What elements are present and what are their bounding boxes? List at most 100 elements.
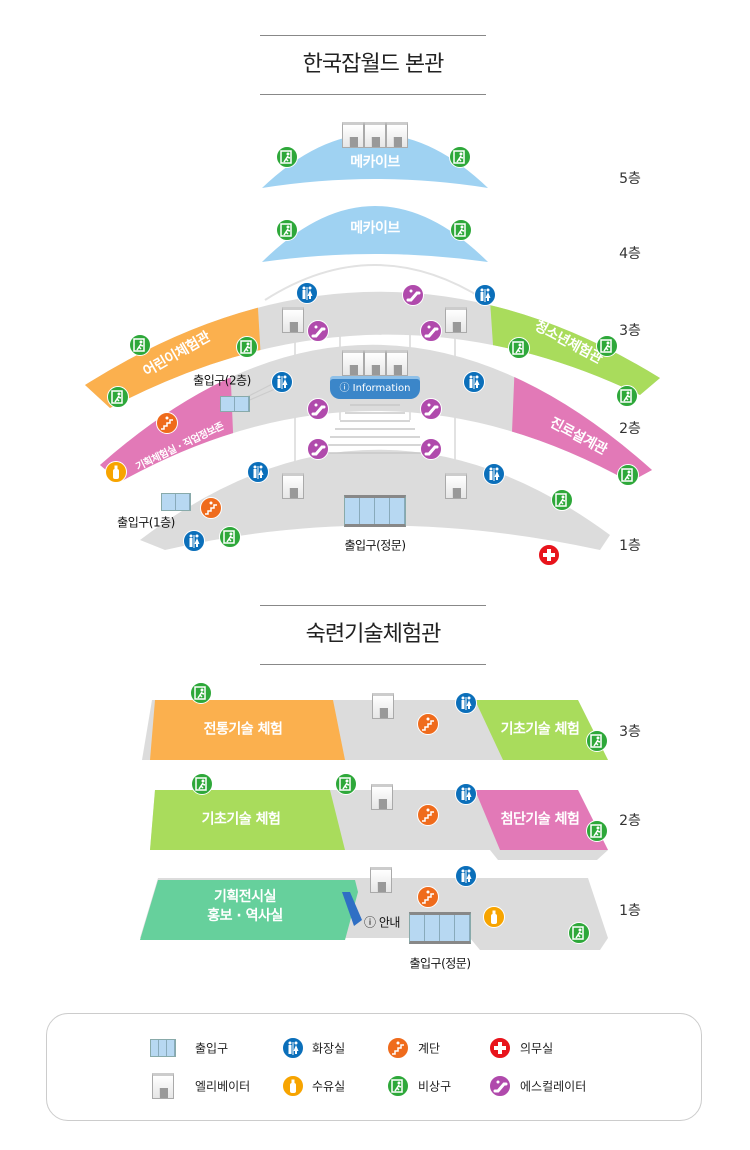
information-desk[interactable]: ⓘ Information	[330, 379, 420, 399]
elevator-icon	[445, 307, 467, 333]
floor2-corridor[interactable]	[100, 344, 652, 482]
stairs-icon	[417, 886, 439, 908]
legend	[46, 1013, 702, 1121]
nursing-room-icon	[105, 461, 127, 483]
floor-label-2: 2층	[619, 813, 641, 829]
emergency-exit-icon	[450, 219, 472, 241]
skills-building-title: 숙련기술체험관	[260, 605, 486, 665]
entrance-1f-icon[interactable]	[161, 493, 191, 511]
stairs-icon	[417, 713, 439, 735]
emergency-exit-icon	[236, 336, 258, 358]
medical-room-icon	[489, 1037, 511, 1059]
emergency-exit-icon	[387, 1075, 409, 1097]
entrance-2f-icon[interactable]	[220, 396, 250, 412]
stairs-icon	[387, 1037, 409, 1059]
guide-desk-label[interactable]: ⓘ 안내	[364, 915, 400, 930]
basic2-zone[interactable]	[150, 790, 345, 850]
elevator-icon	[371, 784, 393, 810]
legend-label-medical: 의무실	[520, 1041, 554, 1056]
restroom-icon	[455, 865, 477, 887]
escalator-icon	[489, 1075, 511, 1097]
kids-zone[interactable]	[85, 291, 660, 408]
floor-label-2: 2층	[619, 421, 641, 437]
floor-label-3: 3층	[619, 724, 641, 740]
emergency-exit-icon	[586, 820, 608, 842]
restroom-icon	[296, 282, 318, 304]
skills-main-entrance-label: 출입구(정문)	[409, 956, 471, 971]
escalator-icon	[402, 284, 424, 306]
legend-label-entrance: 출입구	[195, 1041, 229, 1056]
emergency-exit-icon	[276, 146, 298, 168]
elevator-icon	[342, 122, 408, 148]
restroom-icon	[247, 461, 269, 483]
emergency-exit-icon	[449, 146, 471, 168]
skills-building-map	[140, 700, 608, 950]
escalator-icon	[307, 398, 329, 420]
skills-main-entrance-icon[interactable]	[409, 912, 471, 944]
floor-label-5: 5층	[619, 171, 641, 187]
emergency-exit-icon	[191, 773, 213, 795]
restroom-icon	[271, 371, 293, 393]
escalator-icon	[420, 438, 442, 460]
elevator-icon	[372, 693, 394, 719]
floor-label-4: 4층	[619, 246, 641, 262]
nursing-room-icon	[483, 906, 505, 928]
zone-label-traditional: 전통기술 체험	[203, 721, 283, 738]
elevator-icon	[282, 307, 304, 333]
floor4-mecaive[interactable]	[262, 206, 488, 262]
floor-label-1: 1층	[619, 538, 641, 554]
stairs-icon	[156, 412, 178, 434]
traditional-zone[interactable]	[150, 700, 345, 760]
emergency-exit-icon	[508, 337, 530, 359]
emergency-exit-icon	[335, 773, 357, 795]
legend-label-restroom: 화장실	[312, 1041, 346, 1056]
restroom-icon	[183, 530, 205, 552]
restroom-icon	[474, 284, 496, 306]
emergency-exit-icon	[276, 219, 298, 241]
zone-label-floor5: 메카이브	[350, 154, 400, 171]
advanced-zone[interactable]	[475, 790, 608, 850]
basic3-zone[interactable]	[475, 700, 608, 760]
stairs-icon	[417, 804, 439, 826]
elevator-icon	[342, 350, 408, 376]
corridor-ramp	[342, 892, 362, 926]
escalator-icon	[307, 438, 329, 460]
zone-label-advanced: 첨단기술 체험	[500, 811, 580, 828]
legend-label-escalator: 에스컬레이터	[520, 1079, 587, 1094]
emergency-exit-icon	[129, 334, 151, 356]
zone-label-floor4: 메카이브	[350, 220, 400, 237]
emergency-exit-icon	[551, 489, 573, 511]
main-building-title: 한국잡월드 본관	[260, 35, 486, 95]
main-entrance-label: 출입구(정문)	[344, 538, 406, 553]
entrance-1f-label: 출입구(1층)	[117, 515, 175, 530]
emergency-exit-icon	[617, 464, 639, 486]
escalator-icon	[420, 398, 442, 420]
emergency-exit-icon	[586, 730, 608, 752]
floor-label-3: 3층	[619, 323, 641, 339]
central-stairs	[322, 404, 428, 454]
exhibit-zone[interactable]	[140, 880, 358, 940]
elevator-icon	[445, 473, 467, 499]
escalator-icon	[420, 320, 442, 342]
legend-label-elevator: 엘리베이터	[195, 1079, 251, 1094]
emergency-exit-icon	[219, 526, 241, 548]
emergency-exit-icon	[190, 682, 212, 704]
elevator-icon	[370, 867, 392, 893]
entrance-icon	[150, 1039, 176, 1057]
restroom-icon	[463, 371, 485, 393]
stairs-icon	[200, 497, 222, 519]
floor5-mecaive[interactable]	[262, 134, 488, 188]
legend-label-exit: 비상구	[418, 1079, 452, 1094]
elevator-icon	[282, 473, 304, 499]
floor-label-1: 1층	[619, 903, 641, 919]
emergency-exit-icon	[596, 335, 618, 357]
emergency-exit-icon	[107, 386, 129, 408]
restroom-icon	[455, 692, 477, 714]
youth-zone[interactable]	[85, 291, 660, 408]
main-entrance-icon[interactable]	[344, 495, 406, 527]
restroom-icon	[455, 783, 477, 805]
entrance-2f-label: 출입구(2층)	[193, 373, 251, 388]
legend-label-nursing: 수유실	[312, 1079, 346, 1094]
legend-label-stairs: 계단	[418, 1041, 441, 1056]
